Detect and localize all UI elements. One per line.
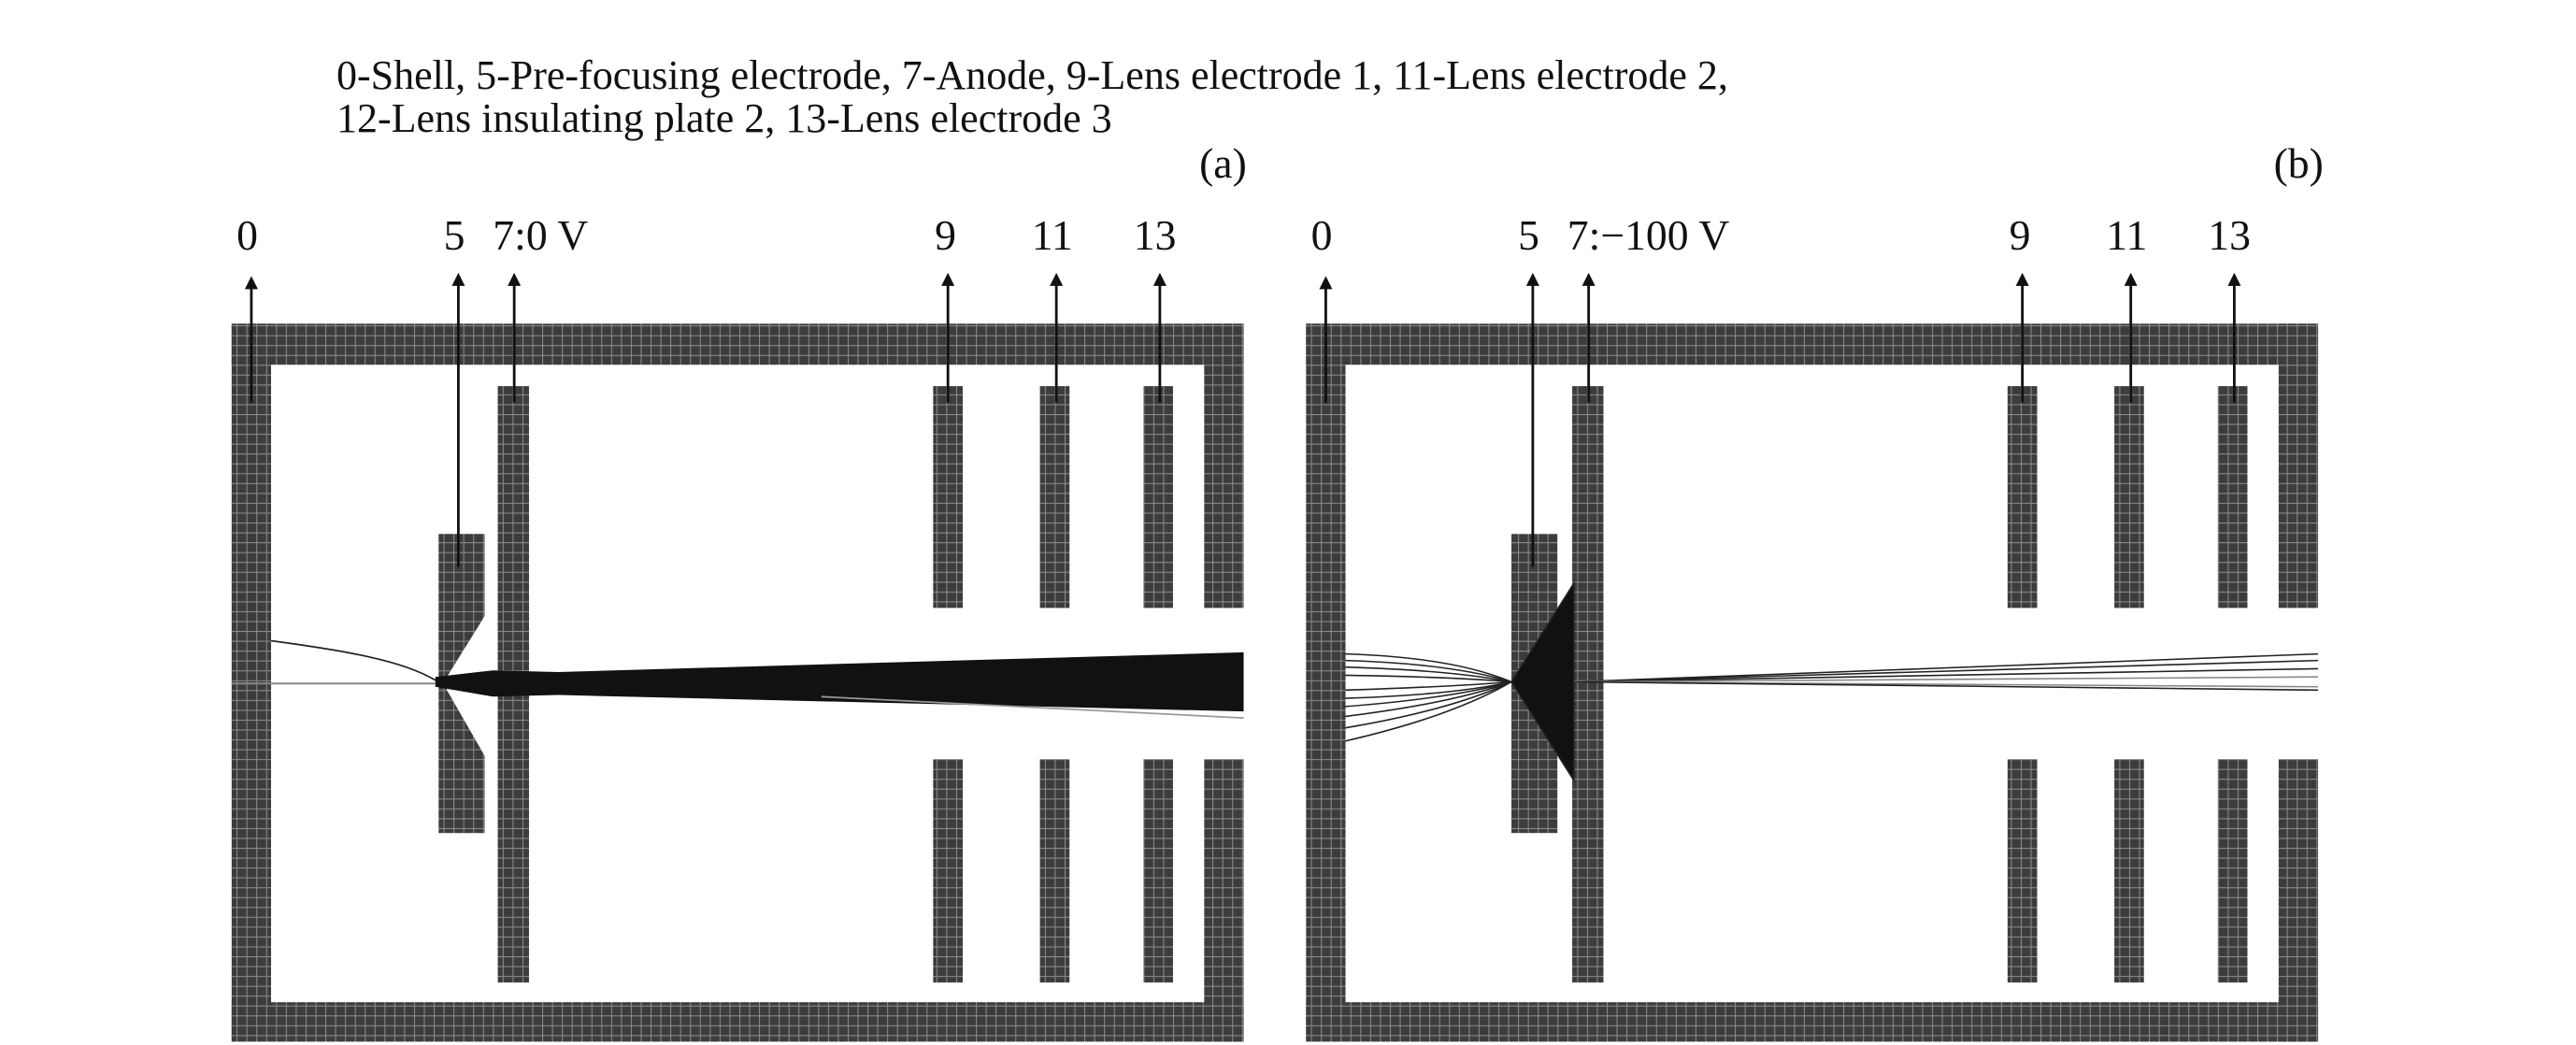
panel-tag: (b) <box>2274 139 2324 187</box>
anode <box>1572 386 1604 983</box>
shell <box>231 323 1244 1042</box>
electron-beam <box>231 639 1244 720</box>
label-prefocus: 5 <box>444 211 465 259</box>
lens-electrodes <box>2007 386 2248 983</box>
label-arrows <box>244 272 1166 567</box>
prefocus-electrode <box>438 534 485 834</box>
label-prefocus: 5 <box>1518 211 1539 259</box>
legend-caption: 0-Shell, 5-Pre-focusing electrode, 7-Ano… <box>336 54 1728 140</box>
electrode-labels: 0 5 7:−100 V 9 11 13 <box>1311 211 2251 259</box>
label-arrows <box>1319 272 2241 567</box>
panel-a: (a) 0 5 <box>231 139 1247 1042</box>
label-lens2: 11 <box>1032 211 1073 259</box>
label-anode: 7:0 V <box>493 211 588 259</box>
panel-b: (b) <box>1306 139 2324 1042</box>
label-lens1: 9 <box>935 211 956 259</box>
electron-beam <box>1345 580 2319 783</box>
label-anode: 7:−100 V <box>1567 211 1729 259</box>
panel-tag: (a) <box>1199 139 1247 187</box>
label-shell: 0 <box>1311 211 1333 259</box>
label-lens3: 13 <box>2208 211 2251 259</box>
label-shell: 0 <box>236 211 258 259</box>
label-lens3: 13 <box>1134 211 1177 259</box>
label-lens1: 9 <box>2010 211 2031 259</box>
legend-line-2: 12-Lens insulating plate 2, 13-Lens elec… <box>336 95 1112 141</box>
electrode-labels: 0 5 7:0 V 9 11 13 <box>236 211 1176 259</box>
shell <box>1306 323 2319 1042</box>
legend-line-1: 0-Shell, 5-Pre-focusing electrode, 7-Ano… <box>336 52 1728 98</box>
lens-electrodes <box>933 386 1173 983</box>
label-lens2: 11 <box>2106 211 2147 259</box>
